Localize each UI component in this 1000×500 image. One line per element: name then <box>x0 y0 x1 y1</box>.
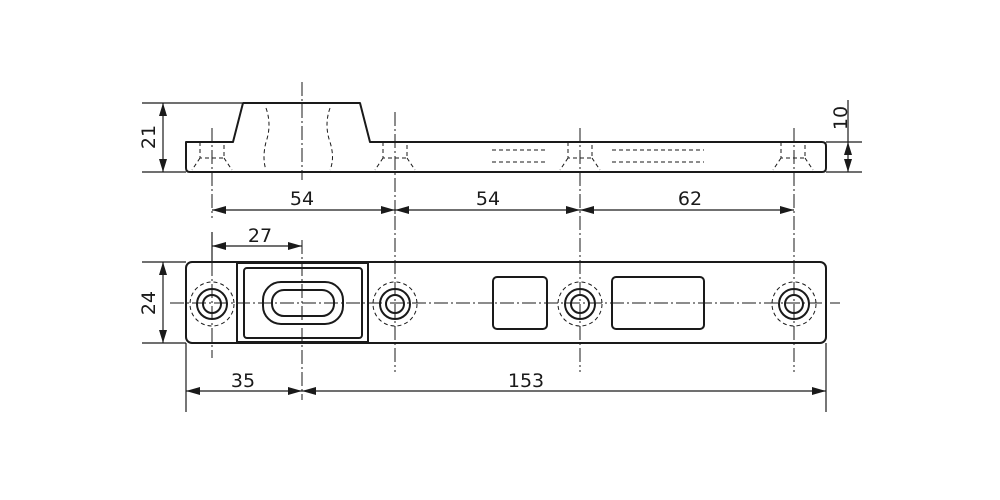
dimension-label-27: 27 <box>248 225 272 247</box>
hidden-tower-left <box>263 107 270 171</box>
dimension-label-153: 153 <box>508 370 544 392</box>
dimension-chain: 54 54 62 <box>212 188 794 214</box>
dimension-label-35: 35 <box>231 370 255 392</box>
side-view-centerlines <box>211 82 795 218</box>
dimension-bottom-chain: 35 153 <box>185 343 827 412</box>
dimension-label-54-a: 54 <box>290 188 314 210</box>
dimension-width-24: 24 <box>138 261 186 344</box>
dimension-label-24: 24 <box>138 291 160 315</box>
top-view-centerlines <box>170 216 840 400</box>
hidden-tower-right <box>326 107 333 171</box>
hidden-pocket-2 <box>612 149 704 163</box>
dimension-height-10: 10 <box>826 100 862 173</box>
dimension-offset-27: 27 <box>211 225 302 262</box>
hidden-hole-4 <box>772 142 814 171</box>
side-view-outline <box>185 102 827 173</box>
dimension-label-10: 10 <box>830 106 852 130</box>
dimension-label-62: 62 <box>678 188 702 210</box>
dimension-height-21: 21 <box>138 102 242 173</box>
dimension-label-54-b: 54 <box>476 188 500 210</box>
side-view <box>185 102 827 173</box>
dimension-label-21: 21 <box>138 125 160 149</box>
hidden-pocket-1 <box>492 149 546 163</box>
